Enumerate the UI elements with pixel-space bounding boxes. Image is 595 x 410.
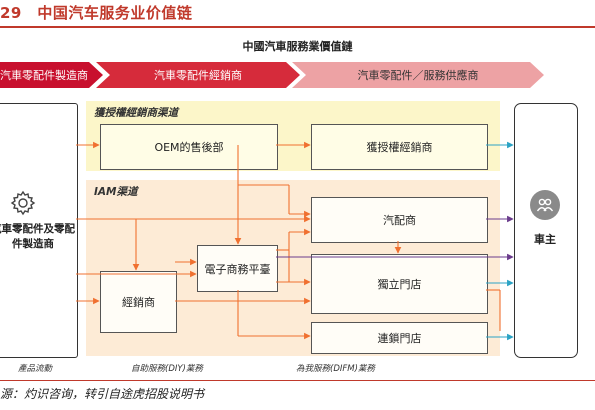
stage-distributor: 汽車零配件經銷商	[96, 62, 300, 88]
node-independent-store: 獨立門店	[311, 254, 488, 314]
footer-divider	[0, 380, 595, 381]
figure-title: 29 中国汽车服务业价值链	[0, 4, 193, 22]
node-distributor: 經銷商	[100, 271, 177, 333]
manufacturer-panel	[0, 103, 78, 358]
title-divider	[0, 26, 595, 28]
legend-difm-label: 為我服務(DIFM)業務	[296, 364, 375, 374]
authorized-channel-label: 獲授權經銷商渠道	[94, 107, 178, 119]
chart-title: 中國汽車服務業價值鏈	[242, 40, 353, 53]
node-authorized-dealer: 獲授權經銷商	[311, 124, 488, 170]
owner-panel	[514, 103, 578, 358]
owner-label: 車主	[534, 233, 556, 246]
owner-avatar	[530, 190, 560, 220]
stage-service-provider: 汽車零配件／服務供應商	[292, 62, 544, 88]
source-note: 源：灼识咨询，转引自途虎招股说明书	[0, 387, 205, 401]
node-ecommerce: 電子商務平臺	[197, 245, 278, 292]
node-parts-shop: 汽配商	[311, 197, 488, 243]
people-icon	[536, 198, 554, 212]
iam-channel-label: IAM渠道	[94, 186, 138, 198]
node-chain-store: 連鎖門店	[311, 322, 488, 354]
legend-product-label: 產品流動	[18, 364, 53, 374]
legend-diy-label: 自助服務(DIY)業務	[131, 364, 203, 374]
stage-manufacturer: 汽車零配件製造商	[0, 62, 103, 88]
manufacturer-label: 汽車零配件及零配件製造商	[0, 223, 75, 250]
gear-icon	[10, 190, 36, 216]
node-oem-aftersales: OEM的售後部	[100, 124, 278, 170]
